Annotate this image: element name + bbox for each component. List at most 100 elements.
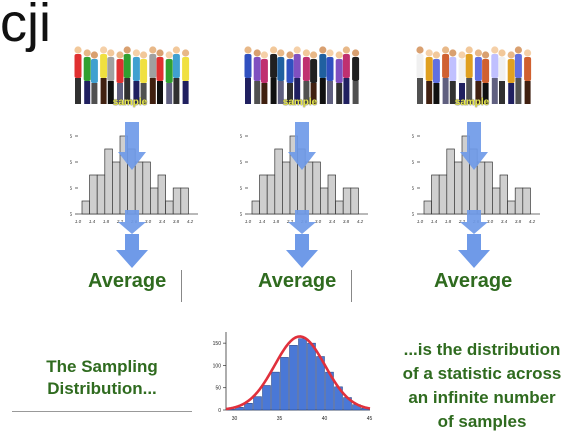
title-fragment: cji [0,0,51,53]
distribution-bar [307,342,316,411]
sample-label: sample [454,97,490,108]
down-arrow-icon [460,122,488,170]
person-icon [491,46,499,104]
distribution-bar [253,396,262,411]
x-tick-label: 3.8 [515,219,522,224]
down-arrow-icon [458,234,490,268]
histogram-bar [266,174,276,215]
histogram-bar [150,187,159,215]
person-icon [286,51,294,104]
caption-underline [12,411,192,412]
x-tick-label: 3.0 [315,219,322,224]
person-icon [474,49,482,104]
x-tick-label: 3.4 [159,219,166,224]
x-tick-label: 3.4 [329,219,336,224]
histogram-bar [438,174,448,215]
y-tick-label: 5 [70,186,72,192]
person-icon [458,51,466,104]
x-tick-label: 1.8 [445,219,452,224]
x-tick-label: 2.2 [286,219,294,224]
histogram-bar [96,174,106,215]
divider [351,270,352,302]
person-icon [74,46,82,104]
person-icon [140,51,148,104]
person-icon [425,49,433,104]
distribution-bar [262,385,271,411]
histogram-bar [476,161,486,215]
person-icon [482,51,490,104]
person-icon [156,49,164,104]
person-icon [172,46,180,104]
histogram-bar [134,161,144,215]
person-icon [514,46,522,104]
x-tick-label: 1.4 [89,219,96,224]
person-icon [182,49,190,104]
average-label: Average [434,270,513,292]
histogram-bar [492,187,501,215]
x-tick-label: 3.4 [501,219,508,224]
sample-label: sample [112,97,148,108]
histogram-bar [431,174,440,215]
sampling-distribution-caption: The Sampling Distribution... [22,356,182,400]
down-arrow-icon [288,122,316,170]
person-icon [260,51,268,104]
histogram-bar [499,174,508,215]
x-tick-label: 3.8 [173,219,180,224]
x-tick-label: 3.0 [487,219,494,224]
person-icon [253,49,261,104]
histogram-bar [251,200,260,215]
histogram-bar [454,161,463,215]
sample-column: sample65551.01.41.82.22.63.03.43.84.2Ave… [240,0,390,302]
x-tick-label: 4.2 [187,219,194,224]
person-icon [507,51,515,104]
histogram-bar [335,200,344,215]
person-icon [149,46,157,104]
x-tick-label: 1.4 [431,219,438,224]
person-icon [165,51,173,104]
x-tick-label: 35 [277,416,283,422]
sample-label: sample [282,97,318,108]
crowd-illustration [74,46,190,104]
histogram-bar [342,187,352,215]
histogram-bar [446,148,455,215]
x-tick-label: 1.0 [245,219,252,224]
y-tick-label: 50 [215,386,221,392]
person-icon [116,51,124,104]
histogram-bar [165,200,174,215]
person-icon [107,49,115,104]
person-icon [277,49,285,104]
y-tick-label: 6 [240,212,242,218]
person-icon [432,51,440,104]
x-tick-label: 3.8 [343,219,350,224]
histogram-bar [112,161,121,215]
person-icon [132,49,140,104]
person-icon [123,46,131,104]
x-tick-label: 2.2 [458,219,466,224]
distribution-bar [280,357,289,411]
x-tick-label: 1.0 [75,219,82,224]
y-tick-label: 100 [213,363,222,369]
histogram-bar [514,187,524,215]
person-icon [83,49,91,104]
histogram-bar [180,187,189,215]
caption-line: Distribution... [47,379,157,398]
down-arrow-icon [286,234,318,268]
distribution-bar [244,403,253,411]
average-label: Average [258,270,337,292]
definition-line: an infinite number [408,388,556,407]
y-tick-label: 6 [70,212,72,218]
y-tick-label: 5 [70,134,72,140]
y-tick-label: 5 [240,186,242,192]
sample-column: sample65551.01.41.82.22.63.03.43.84.2Ave… [70,0,220,302]
x-tick-label: 1.4 [259,219,266,224]
x-tick-label: 30 [232,416,238,422]
histogram-bar [522,187,531,215]
histogram-bar [350,187,359,215]
crowd-illustration [244,46,360,104]
divider [181,270,182,302]
person-icon [310,51,318,104]
person-icon [302,49,310,104]
